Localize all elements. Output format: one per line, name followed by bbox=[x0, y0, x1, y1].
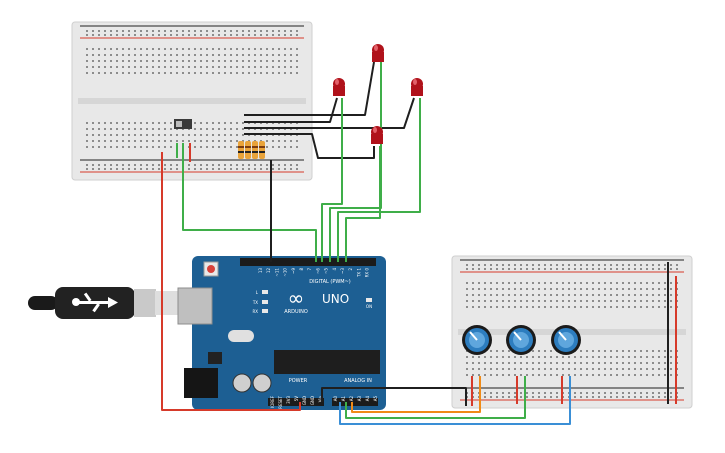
pin-label: TX 1 bbox=[356, 268, 361, 278]
potentiometer[interactable] bbox=[551, 325, 581, 355]
wire-black-led3[interactable] bbox=[244, 97, 415, 129]
wire-orange-right[interactable] bbox=[351, 376, 481, 413]
potentiometer-group[interactable] bbox=[462, 325, 581, 355]
wire-green-d4[interactable] bbox=[345, 146, 381, 262]
red-led[interactable] bbox=[411, 78, 423, 96]
pin-label: 5V bbox=[294, 396, 299, 402]
led-tx-indicator bbox=[262, 300, 268, 304]
led-l-label: L bbox=[256, 290, 259, 295]
board-pcb bbox=[192, 256, 386, 410]
red-led[interactable] bbox=[372, 44, 384, 62]
led-on-indicator bbox=[366, 298, 372, 302]
potentiometer[interactable] bbox=[506, 325, 536, 355]
wire-green-pot2[interactable] bbox=[345, 376, 526, 419]
pin-label: 4 bbox=[332, 268, 337, 271]
wire-blue-pot3[interactable] bbox=[339, 376, 571, 425]
arduino-logo-icon: ∞ bbox=[288, 286, 305, 310]
pin-label: A5 bbox=[373, 396, 378, 402]
breadboard-top[interactable] bbox=[71, 21, 313, 181]
wire-black-led4[interactable] bbox=[244, 133, 375, 159]
pin-label: ~9 bbox=[291, 268, 296, 274]
board-brand: ARDUINO bbox=[284, 309, 308, 315]
resistor[interactable] bbox=[245, 141, 251, 159]
analog-header[interactable] bbox=[332, 398, 378, 406]
power-label: POWER bbox=[289, 378, 308, 384]
digital-header[interactable] bbox=[240, 258, 376, 266]
slide-switch-knob bbox=[176, 121, 182, 127]
red-led[interactable] bbox=[371, 126, 383, 144]
usb-port[interactable] bbox=[177, 287, 213, 325]
crystal bbox=[228, 330, 254, 342]
resistor[interactable] bbox=[259, 141, 265, 159]
breadboard-channel bbox=[78, 98, 306, 104]
pin-label: A1 bbox=[341, 396, 346, 402]
pin-label: Vin bbox=[318, 396, 323, 403]
pin-label: 2 bbox=[348, 268, 353, 271]
wire-red-5v[interactable] bbox=[161, 152, 301, 411]
wire-black-led1[interactable] bbox=[244, 97, 338, 123]
digital-label: DIGITAL (PWM~) bbox=[309, 279, 351, 285]
pin-label: GND bbox=[310, 396, 315, 405]
resistor[interactable] bbox=[238, 141, 244, 159]
led-l-indicator bbox=[262, 290, 268, 294]
capacitor-right bbox=[252, 373, 272, 393]
board-model: UNO bbox=[322, 292, 349, 306]
pin-label: IOREF bbox=[270, 395, 275, 408]
power-header[interactable] bbox=[268, 398, 324, 406]
power-jack[interactable] bbox=[184, 368, 218, 398]
potentiometer[interactable] bbox=[462, 325, 492, 355]
usb-plug-collar bbox=[134, 289, 156, 317]
pin-label: 3V3 bbox=[286, 396, 291, 404]
wire-black-led2[interactable] bbox=[244, 61, 375, 116]
resistor[interactable] bbox=[252, 141, 258, 159]
wire-green-d7[interactable] bbox=[321, 98, 343, 262]
pin-label: ~10 bbox=[283, 268, 288, 277]
pin-label: A2 bbox=[349, 396, 354, 402]
led-tx-label: TX bbox=[252, 300, 258, 305]
pin-label: 12 bbox=[266, 268, 271, 274]
red-led[interactable] bbox=[333, 78, 345, 96]
pin-label: RESET bbox=[278, 395, 283, 408]
pin-label: GND bbox=[302, 396, 307, 405]
usb-cable[interactable] bbox=[28, 287, 185, 319]
arduino-uno-board[interactable]: L TX RX ON ∞ UNO ARDUINO DIGITAL (PWM~) … bbox=[177, 256, 386, 410]
pin-label: 13 bbox=[258, 268, 263, 274]
pin-label: A3 bbox=[357, 396, 362, 402]
pin-label: 7 bbox=[307, 268, 312, 271]
usb-cable-cord bbox=[28, 296, 58, 310]
breadboard-holes[interactable] bbox=[466, 264, 678, 398]
slide-switch[interactable] bbox=[174, 119, 192, 129]
resistor-group[interactable] bbox=[238, 141, 265, 159]
chip-small bbox=[208, 352, 222, 364]
led-rx-label: RX bbox=[252, 309, 258, 314]
pin-label: ~11 bbox=[274, 268, 279, 277]
reset-button-cap bbox=[207, 265, 215, 273]
capacitor-left bbox=[232, 373, 252, 393]
pin-label: ~3 bbox=[340, 268, 345, 274]
pin-label: A0 bbox=[333, 396, 338, 402]
analog-label: ANALOG IN bbox=[344, 378, 372, 384]
pin-label: ~5 bbox=[324, 268, 329, 274]
usb-icon bbox=[72, 292, 118, 313]
microcontroller-chip bbox=[274, 350, 380, 374]
pin-label: 8 bbox=[299, 268, 304, 271]
led-rx-indicator bbox=[262, 309, 268, 313]
pin-label: ~6 bbox=[315, 268, 320, 274]
pin-label: RX 0 bbox=[365, 268, 370, 278]
slide-switch-body bbox=[174, 119, 192, 129]
pin-label: A4 bbox=[365, 396, 370, 402]
led-group[interactable] bbox=[333, 44, 423, 144]
wire-black-gnd-right[interactable] bbox=[321, 387, 467, 406]
led-on-label: ON bbox=[366, 304, 372, 309]
wires[interactable] bbox=[161, 61, 677, 425]
wire-green-switch[interactable] bbox=[182, 143, 317, 262]
